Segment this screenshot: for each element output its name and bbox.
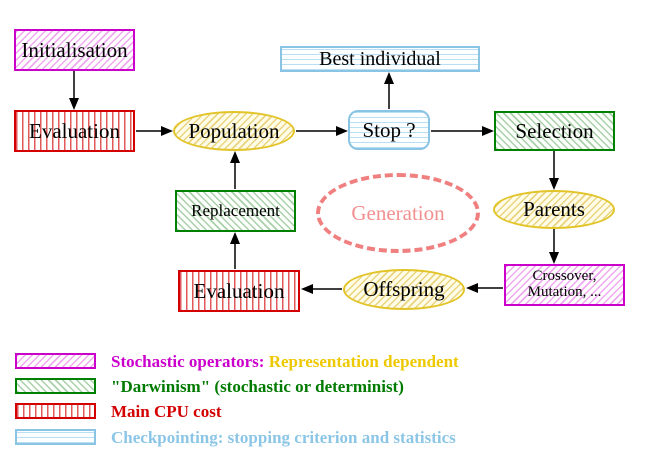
legend-swatch-stochastic <box>15 353 96 369</box>
node-selection: Selection <box>494 111 615 151</box>
legend-label-cpu: Main CPU cost <box>111 402 222 421</box>
legend-label-stochastic: Stochastic operators: Representation dep… <box>111 352 459 372</box>
node-crossover-mutation: Crossover, Mutation, ... <box>504 264 625 306</box>
legend-label-stochastic-main: Stochastic operators: <box>111 352 265 371</box>
node-evaluation-top: Evaluation <box>14 110 135 152</box>
arrow-initialisation-to-evaluation <box>69 71 79 110</box>
legend-swatch-checkpointing <box>15 429 96 445</box>
arrow-evaluation-to-population <box>136 126 173 136</box>
arrow-parents-to-crossover <box>549 229 559 264</box>
crossover-line1: Crossover, <box>532 268 597 285</box>
node-stop: Stop ? <box>348 110 430 150</box>
node-evaluation-bottom: Evaluation <box>178 270 300 312</box>
node-replacement: Replacement <box>175 190 296 232</box>
node-parents: Parents <box>493 190 615 229</box>
arrow-population-to-stop <box>296 126 348 136</box>
node-generation: Generation <box>316 173 480 253</box>
arrow-selection-to-parents <box>549 151 559 190</box>
legend-swatch-darwinism <box>15 378 96 394</box>
node-offspring: Offspring <box>343 269 465 310</box>
node-initialisation: Initialisation <box>14 29 135 71</box>
crossover-line2: Mutation, ... <box>527 284 602 300</box>
legend-label-stochastic-sub: Representation dependent <box>268 352 459 371</box>
node-best-individual: Best individual <box>280 46 480 72</box>
arrow-crossover-to-offspring <box>466 283 503 293</box>
legend-label-checkpointing: Checkpointing: stopping criterion and st… <box>111 428 456 447</box>
arrow-stop-to-selection <box>431 126 494 136</box>
legend-swatch-cpu <box>15 403 96 419</box>
arrow-evaluation-to-replacement <box>230 232 240 269</box>
legend-label-darwinism: "Darwinism" (stochastic or determinist) <box>111 377 404 396</box>
arrow-offspring-to-evaluation <box>301 284 342 294</box>
arrow-replacement-to-population <box>230 151 240 189</box>
node-population: Population <box>173 111 295 151</box>
arrow-stop-to-best-individual <box>384 72 394 109</box>
